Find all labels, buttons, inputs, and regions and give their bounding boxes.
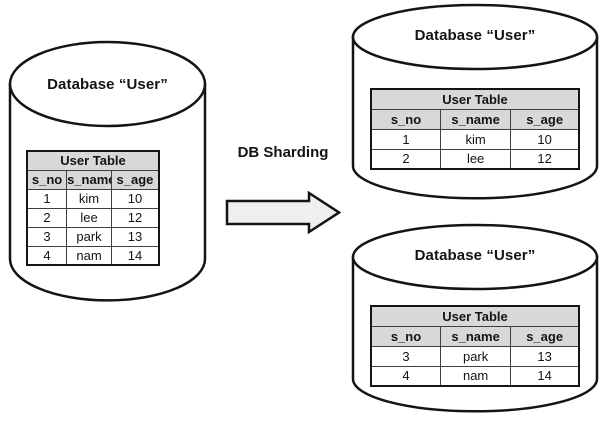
- cell-s-age: 13: [510, 345, 580, 367]
- cell-s-no: 3: [26, 226, 68, 247]
- cell-s-age: 10: [110, 188, 160, 209]
- user-table-shard-2: User Table s_no s_name s_age 3 park 13 4…: [370, 305, 580, 387]
- cell-s-age: 12: [510, 148, 580, 170]
- cell-s-name: nam: [66, 245, 112, 266]
- sharding-arrow-icon: [225, 191, 341, 235]
- database-title: Database “User”: [414, 247, 536, 264]
- cell-s-name: lee: [439, 148, 512, 170]
- column-header-s-name: s_name: [439, 108, 512, 130]
- cell-s-name: lee: [66, 207, 112, 228]
- table-row: 2 lee 12: [26, 207, 160, 228]
- column-header-s-name: s_name: [439, 325, 512, 347]
- cell-s-no: 1: [370, 128, 441, 150]
- cell-s-name: park: [439, 345, 512, 367]
- column-header-s-age: s_age: [510, 325, 580, 347]
- table-header-row: s_no s_name s_age: [370, 325, 580, 347]
- cell-s-age: 12: [110, 207, 160, 228]
- table-row: 3 park 13: [370, 345, 580, 367]
- table-title: User Table: [370, 305, 580, 327]
- cell-s-age: 14: [510, 365, 580, 387]
- column-header-s-no: s_no: [26, 169, 68, 190]
- cell-s-no: 4: [26, 245, 68, 266]
- table-row: 4 nam 14: [370, 365, 580, 387]
- cell-s-name: park: [66, 226, 112, 247]
- column-header-s-age: s_age: [110, 169, 160, 190]
- cell-s-name: kim: [66, 188, 112, 209]
- cell-s-age: 14: [110, 245, 160, 266]
- database-title: Database “User”: [47, 76, 168, 93]
- table-row: 1 kim 10: [370, 128, 580, 150]
- cell-s-no: 2: [370, 148, 441, 170]
- table-header-row: s_no s_name s_age: [370, 108, 580, 130]
- table-title-row: User Table: [370, 88, 580, 110]
- column-header-s-no: s_no: [370, 108, 441, 130]
- cell-s-age: 13: [110, 226, 160, 247]
- cell-s-name: kim: [439, 128, 512, 150]
- cell-s-no: 3: [370, 345, 441, 367]
- column-header-s-age: s_age: [510, 108, 580, 130]
- cell-s-age: 10: [510, 128, 580, 150]
- cell-s-no: 1: [26, 188, 68, 209]
- cell-s-no: 2: [26, 207, 68, 228]
- table-title: User Table: [26, 150, 160, 171]
- cell-s-no: 4: [370, 365, 441, 387]
- table-row: 1 kim 10: [26, 188, 160, 209]
- table-title-row: User Table: [26, 150, 160, 171]
- database-title: Database “User”: [414, 27, 536, 44]
- table-row: 3 park 13: [26, 226, 160, 247]
- user-table-source: User Table s_no s_name s_age 1 kim 10 2 …: [26, 150, 160, 266]
- table-title-row: User Table: [370, 305, 580, 327]
- cell-s-name: nam: [439, 365, 512, 387]
- user-table-shard-1: User Table s_no s_name s_age 1 kim 10 2 …: [370, 88, 580, 170]
- table-row: 2 lee 12: [370, 148, 580, 170]
- sharding-label: DB Sharding: [237, 144, 329, 161]
- table-header-row: s_no s_name s_age: [26, 169, 160, 190]
- table-row: 4 nam 14: [26, 245, 160, 266]
- column-header-s-no: s_no: [370, 325, 441, 347]
- table-title: User Table: [370, 88, 580, 110]
- column-header-s-name: s_name: [66, 169, 112, 190]
